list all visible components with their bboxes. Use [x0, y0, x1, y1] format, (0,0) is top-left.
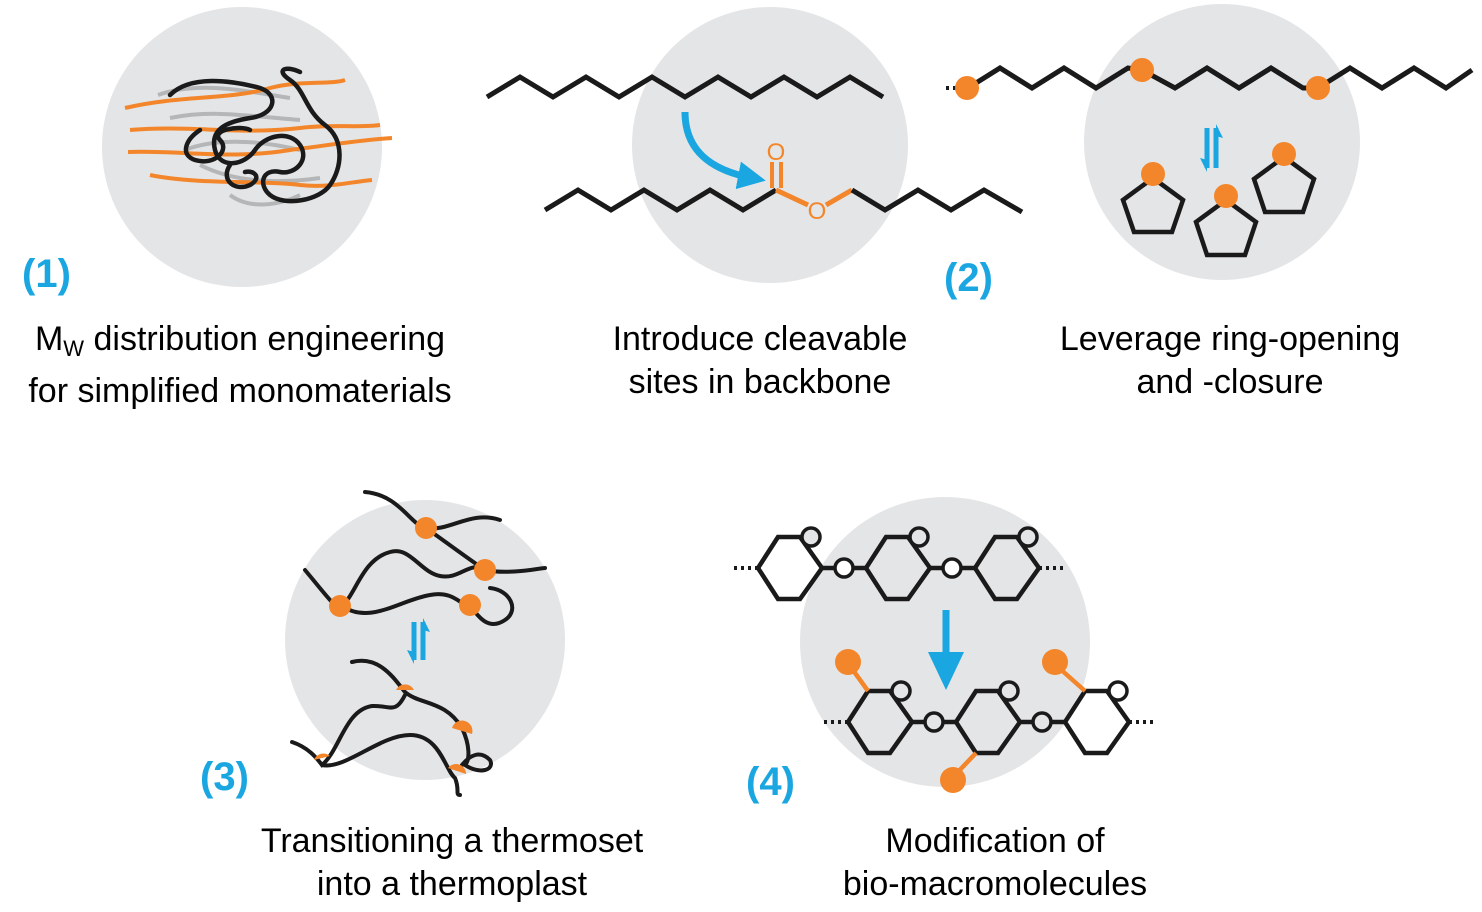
- crosslink-1: [415, 517, 437, 539]
- linear-chains-bottom: [290, 658, 493, 797]
- backbone-site-1: [955, 76, 979, 100]
- caption-thermoset-line2: into a thermoplast: [316, 865, 588, 903]
- crosslink-4: [459, 594, 481, 616]
- caption-ring-line1: Leverage ring-opening: [1059, 320, 1401, 358]
- backbone-site-2: [1130, 58, 1154, 82]
- panel-thermoset: [285, 490, 565, 797]
- top-backbone-chain: [485, 74, 885, 100]
- eq-arrow-down-head: [407, 650, 414, 664]
- caption-cleavable-sites: Introduce cleavable sites in backbone: [560, 318, 960, 404]
- caption-mw-line1: MW distribution engineering: [0, 318, 480, 370]
- caption-ring-opening: Leverage ring-opening and -closure: [1020, 318, 1440, 404]
- caption-thermoset-line1: Transitioning a thermoset: [260, 822, 644, 860]
- cyclic-monomer-2: [1251, 154, 1317, 215]
- cleaved-site-3: [314, 753, 330, 760]
- polymer-backbone: [966, 65, 1474, 91]
- bridge-oxygen-bottom-1: [923, 711, 945, 733]
- caption-mw-symbol: M: [34, 320, 64, 358]
- cyclic-monomer-2-site: [1272, 142, 1296, 166]
- sugar-ring-top-1: [755, 534, 825, 602]
- ring-oxygen-bottom-1: [890, 680, 912, 702]
- panel-cleavable-sites: O O: [485, 7, 1024, 283]
- crosslink-2: [474, 559, 496, 581]
- ring-oxygen-top-3: [1017, 526, 1039, 548]
- equilibrium-arrow-down-head: [1200, 158, 1207, 172]
- caption-mw-distribution: MW distribution engineering for simplifi…: [0, 318, 480, 413]
- ester-c-o-bond: [774, 187, 810, 208]
- black-chain: [167, 66, 342, 204]
- label-panel-3: (3): [200, 755, 249, 799]
- label-panel-2: (2): [944, 256, 993, 300]
- cleaved-site-1: [396, 684, 414, 690]
- caption-mw-line2: for simplified monomaterials: [28, 372, 452, 410]
- cleaved-site-2: [452, 720, 473, 734]
- caption-mw-line1-rest: distribution engineering: [84, 320, 446, 358]
- caption-thermoset: Transitioning a thermoset into a thermop…: [222, 820, 682, 906]
- ester-o-c-bond: [824, 187, 854, 208]
- bottom-backbone-chain-left: [543, 187, 778, 213]
- label-panel-1: (1): [22, 252, 71, 296]
- ester-oxygen: O: [808, 198, 827, 225]
- ring-oxygen-bottom-3: [1107, 680, 1129, 702]
- panel-mw-distribution: [102, 7, 393, 287]
- bridge-oxygen-bottom-2: [1031, 711, 1053, 733]
- bridge-oxygen-top-2: [941, 557, 963, 579]
- panel-bio-macromolecules: [734, 497, 1156, 793]
- panel-ring-opening: [946, 4, 1474, 280]
- bridge-oxygen-top-1: [833, 557, 855, 579]
- panel2-background-circle: [632, 7, 908, 283]
- ring-oxygen-top-1: [800, 526, 822, 548]
- cleaved-site-4: [448, 764, 466, 774]
- ring-oxygen-bottom-2: [998, 680, 1020, 702]
- crosslink-3: [329, 595, 351, 617]
- cyclic-monomer-3-site: [1214, 184, 1238, 208]
- substituent-3: [1042, 649, 1068, 675]
- caption-bio-macromolecules: Modification of bio-macromolecules: [795, 820, 1195, 906]
- cyclic-monomer-3: [1193, 197, 1259, 258]
- equilibrium-arrow-up-head: [1216, 124, 1223, 138]
- carbonyl-oxygen: O: [767, 139, 786, 166]
- gray-chain: [157, 85, 321, 207]
- eq-arrow-up-head: [423, 618, 430, 632]
- bottom-backbone-chain-right: [850, 187, 1024, 215]
- caption-bio-line1: Modification of: [885, 822, 1105, 860]
- caption-ring-line2: and -closure: [1136, 363, 1324, 401]
- modification-arrow-head: [928, 652, 964, 690]
- backbone-site-3: [1306, 76, 1330, 100]
- caption-cleavable-line2: sites in backbone: [628, 363, 892, 401]
- cyclic-monomer-1: [1120, 175, 1186, 235]
- caption-cleavable-line1: Introduce cleavable: [612, 320, 908, 358]
- caption-mw-subscript: W: [63, 336, 85, 361]
- ring-oxygen-top-2: [908, 526, 930, 548]
- label-panel-4: (4): [746, 760, 795, 804]
- substituent-1: [835, 649, 861, 675]
- panel3-background-circle: [1084, 4, 1360, 280]
- cyclic-monomer-1-site: [1141, 162, 1165, 186]
- sugar-ring-bottom-1: [845, 688, 915, 756]
- substituent-2: [940, 767, 966, 793]
- cleavage-arrow: [681, 111, 766, 190]
- panel1-background-circle: [102, 7, 382, 287]
- caption-bio-line2: bio-macromolecules: [842, 865, 1148, 903]
